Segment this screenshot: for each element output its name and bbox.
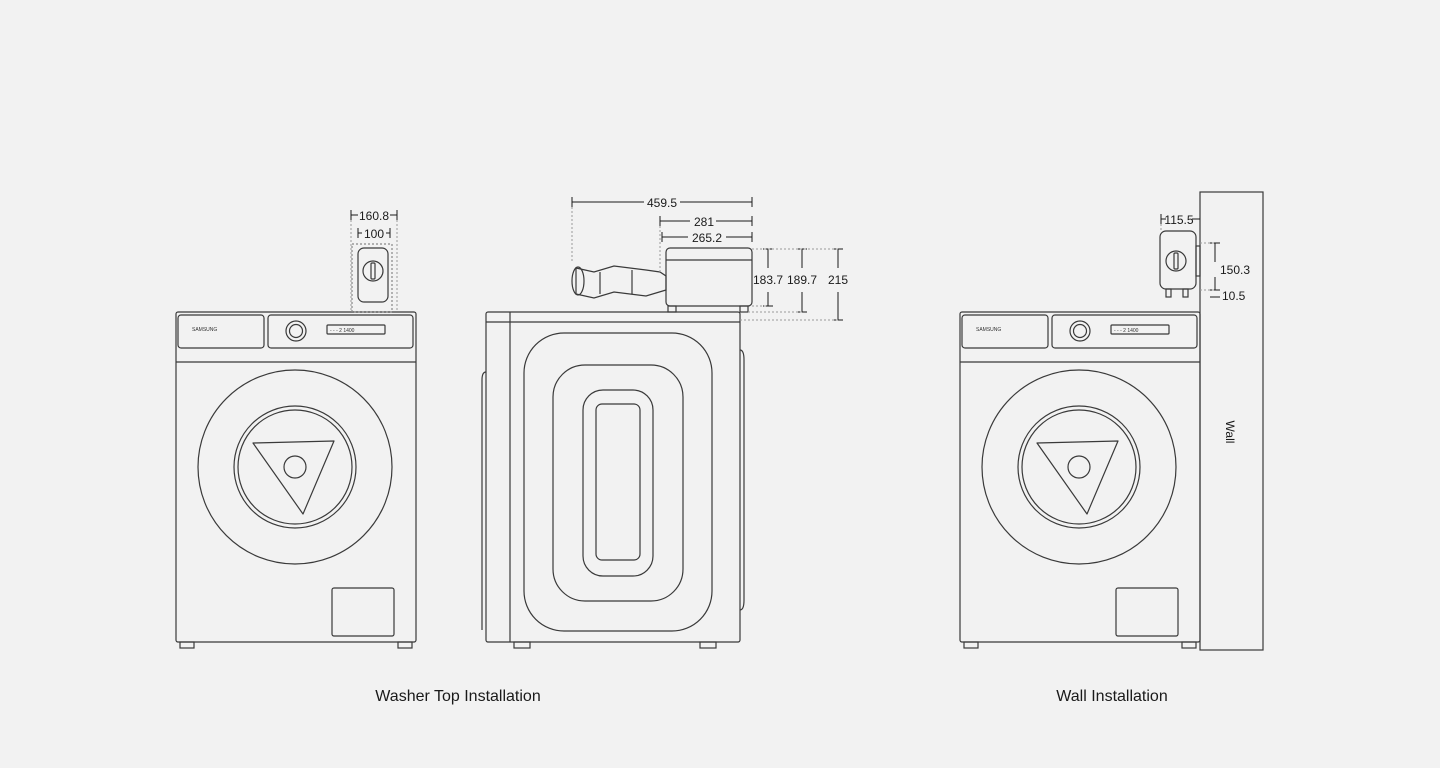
dimension-side (571, 197, 843, 321)
dim-side-height-c: 215 (828, 273, 848, 287)
display-readout-right: - - - 2 1400 (1114, 328, 1139, 334)
caption-wall-installation: Wall Installation (1056, 688, 1168, 705)
washer-side (481, 311, 745, 649)
washer-front-left (175, 311, 417, 649)
side-module (571, 247, 753, 313)
brand-logo-left: SAMSUNG (192, 327, 217, 333)
dim-side-height-b: 189.7 (787, 273, 817, 287)
caption-washer-top-installation: Washer Top Installation (375, 688, 541, 705)
dim-side-height-a: 183.7 (753, 273, 783, 287)
dim-wall-module-depth: 115.5 (1164, 213, 1193, 227)
washer-front-right (959, 311, 1201, 649)
wall-label: Wall (1223, 421, 1237, 444)
dim-side-total-depth: 459.5 (647, 196, 677, 210)
dim-wall-module-height: 150.3 (1220, 263, 1250, 277)
brand-logo-right: SAMSUNG (976, 327, 1001, 333)
dim-top-module-width: 160.8 (359, 209, 389, 223)
top-module-left (351, 243, 393, 313)
wall-module (1159, 230, 1201, 298)
dimension-top-module-left (350, 210, 398, 310)
dim-top-module-inner-width: 100 (364, 227, 384, 241)
dimension-wall-module (1160, 214, 1220, 298)
display-readout-left: - - - 2 1400 (330, 328, 355, 334)
wall (1199, 191, 1264, 651)
dim-side-box-inner-depth: 265.2 (692, 231, 722, 245)
dim-side-box-depth: 281 (694, 215, 714, 229)
dim-wall-module-offset: 10.5 (1222, 289, 1246, 303)
